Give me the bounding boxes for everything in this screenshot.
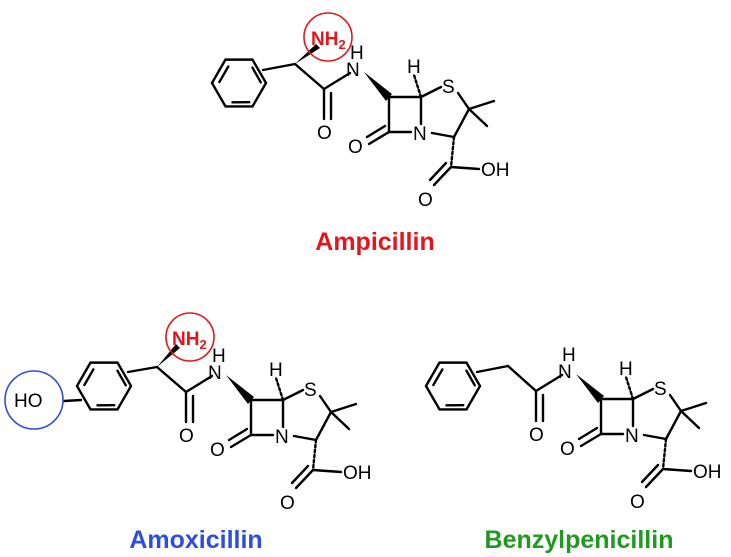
amoxicillin-structure: NH2 HO [4, 312, 373, 516]
amoxicillin-hydroxyl-group-label: HO [14, 391, 43, 412]
benzylpenicillin-name-label: Benzylpenicillin [485, 526, 674, 554]
ampicillin-amino-highlight-circle [303, 12, 353, 62]
amoxicillin-amino-highlight-circle [165, 312, 215, 362]
ampicillin-amino-group-label: NH2 [311, 29, 346, 52]
amoxicillin-hydroxyl-highlight-circle [4, 370, 64, 430]
amoxicillin-name-label: Amoxicillin [129, 526, 262, 554]
ampicillin-name-label: Ampicillin [315, 228, 434, 256]
benzylpenicillin-structure [418, 343, 723, 515]
amoxicillin-amino-group-label: NH2 [172, 329, 207, 352]
ampicillin-structure: NH2 [204, 12, 511, 213]
